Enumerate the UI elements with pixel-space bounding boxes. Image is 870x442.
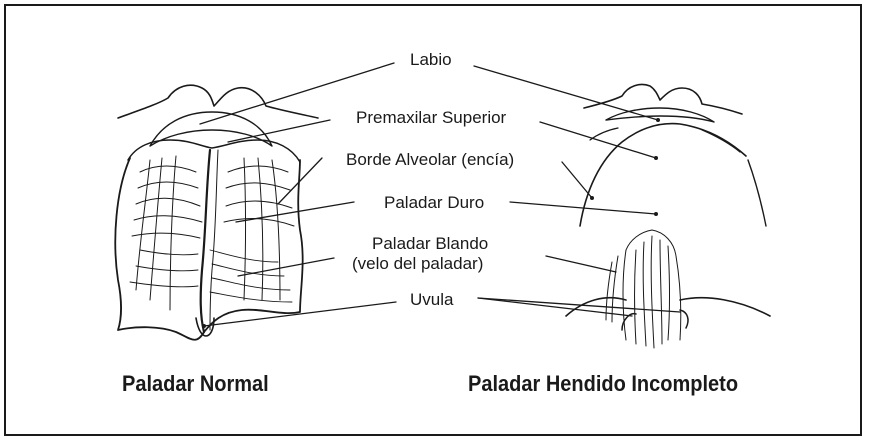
label-uvula: Uvula [410, 290, 453, 310]
leader-blando-right [546, 256, 616, 272]
label-paladar-blando: Paladar Blando [372, 234, 488, 254]
normal-midline [201, 150, 210, 332]
normal-lip-outline [118, 85, 318, 118]
leader-blando-left [238, 258, 334, 276]
normal-premaxilla [150, 112, 272, 146]
caption-paladar-normal: Paladar Normal [122, 372, 269, 398]
leader-borde-right [562, 162, 592, 198]
label-borde-alveolar: Borde Alveolar (encía) [346, 150, 514, 170]
leader-premaxilar-left [228, 120, 330, 142]
caption-paladar-hendido: Paladar Hendido Incompleto [468, 372, 738, 398]
label-labio: Labio [410, 50, 452, 70]
label-paladar-duro: Paladar Duro [384, 193, 484, 213]
normal-palate-drawing [115, 85, 318, 340]
leader-premaxilar-right [540, 122, 656, 158]
cleft-palate-drawing [566, 84, 770, 348]
label-velo-del-paladar: (velo del paladar) [352, 254, 483, 274]
label-premaxilar-superior: Premaxilar Superior [356, 108, 506, 128]
normal-rugae [132, 156, 294, 310]
cleft-soft-palate [606, 230, 681, 348]
cleft-nose-outline [584, 84, 742, 114]
leader-duro-left [236, 202, 354, 222]
